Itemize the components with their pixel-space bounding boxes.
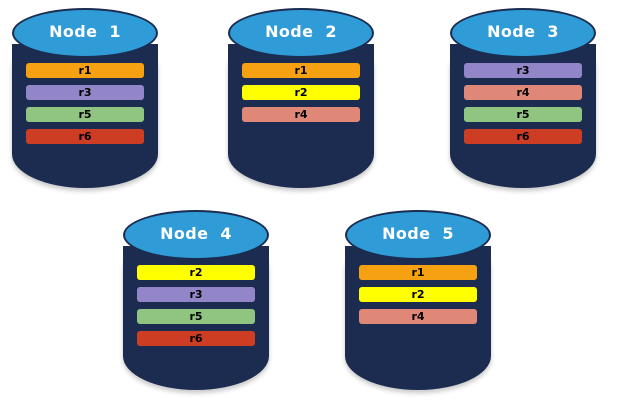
node-cylinder-4[interactable]: Node 4 r2 r3 r5 r6 [123,210,269,390]
replica-bar[interactable]: r6 [464,129,582,144]
node-label: Node 3 [487,22,559,41]
node-top-ellipse [228,8,374,58]
node-top-ellipse [450,8,596,58]
replica-list: r1 r2 r4 [228,63,374,129]
node-top-ellipse [345,210,491,260]
replica-bar[interactable]: r2 [242,85,360,100]
replica-bar[interactable]: r3 [137,287,255,302]
node-label: Node 5 [382,224,454,243]
replica-bar[interactable]: r2 [137,265,255,280]
node-top-ellipse [12,8,158,58]
replica-list: r2 r3 r5 r6 [123,265,269,353]
replica-bar[interactable]: r5 [137,309,255,324]
replica-bar[interactable]: r4 [242,107,360,122]
replica-bar[interactable]: r3 [464,63,582,78]
node-cylinder-3[interactable]: Node 3 r3 r4 r5 r6 [450,8,596,188]
replica-bar[interactable]: r2 [359,287,477,302]
replica-bar[interactable]: r4 [359,309,477,324]
replica-list: r3 r4 r5 r6 [450,63,596,151]
node-top-ellipse [123,210,269,260]
node-cylinder-1[interactable]: Node 1 r1 r3 r5 r6 [12,8,158,188]
replica-bar[interactable]: r5 [464,107,582,122]
replica-list: r1 r2 r4 [345,265,491,331]
node-label: Node 1 [49,22,121,41]
replica-bar[interactable]: r5 [26,107,144,122]
node-cylinder-5[interactable]: Node 5 r1 r2 r4 [345,210,491,390]
node-label: Node 4 [160,224,232,243]
replica-bar[interactable]: r3 [26,85,144,100]
replica-bar[interactable]: r1 [242,63,360,78]
node-cylinder-2[interactable]: Node 2 r1 r2 r4 [228,8,374,188]
replica-bar[interactable]: r4 [464,85,582,100]
replica-bar[interactable]: r1 [359,265,477,280]
replica-bar[interactable]: r1 [26,63,144,78]
replica-bar[interactable]: r6 [26,129,144,144]
replica-bar[interactable]: r6 [137,331,255,346]
replica-list: r1 r3 r5 r6 [12,63,158,151]
node-label: Node 2 [265,22,337,41]
